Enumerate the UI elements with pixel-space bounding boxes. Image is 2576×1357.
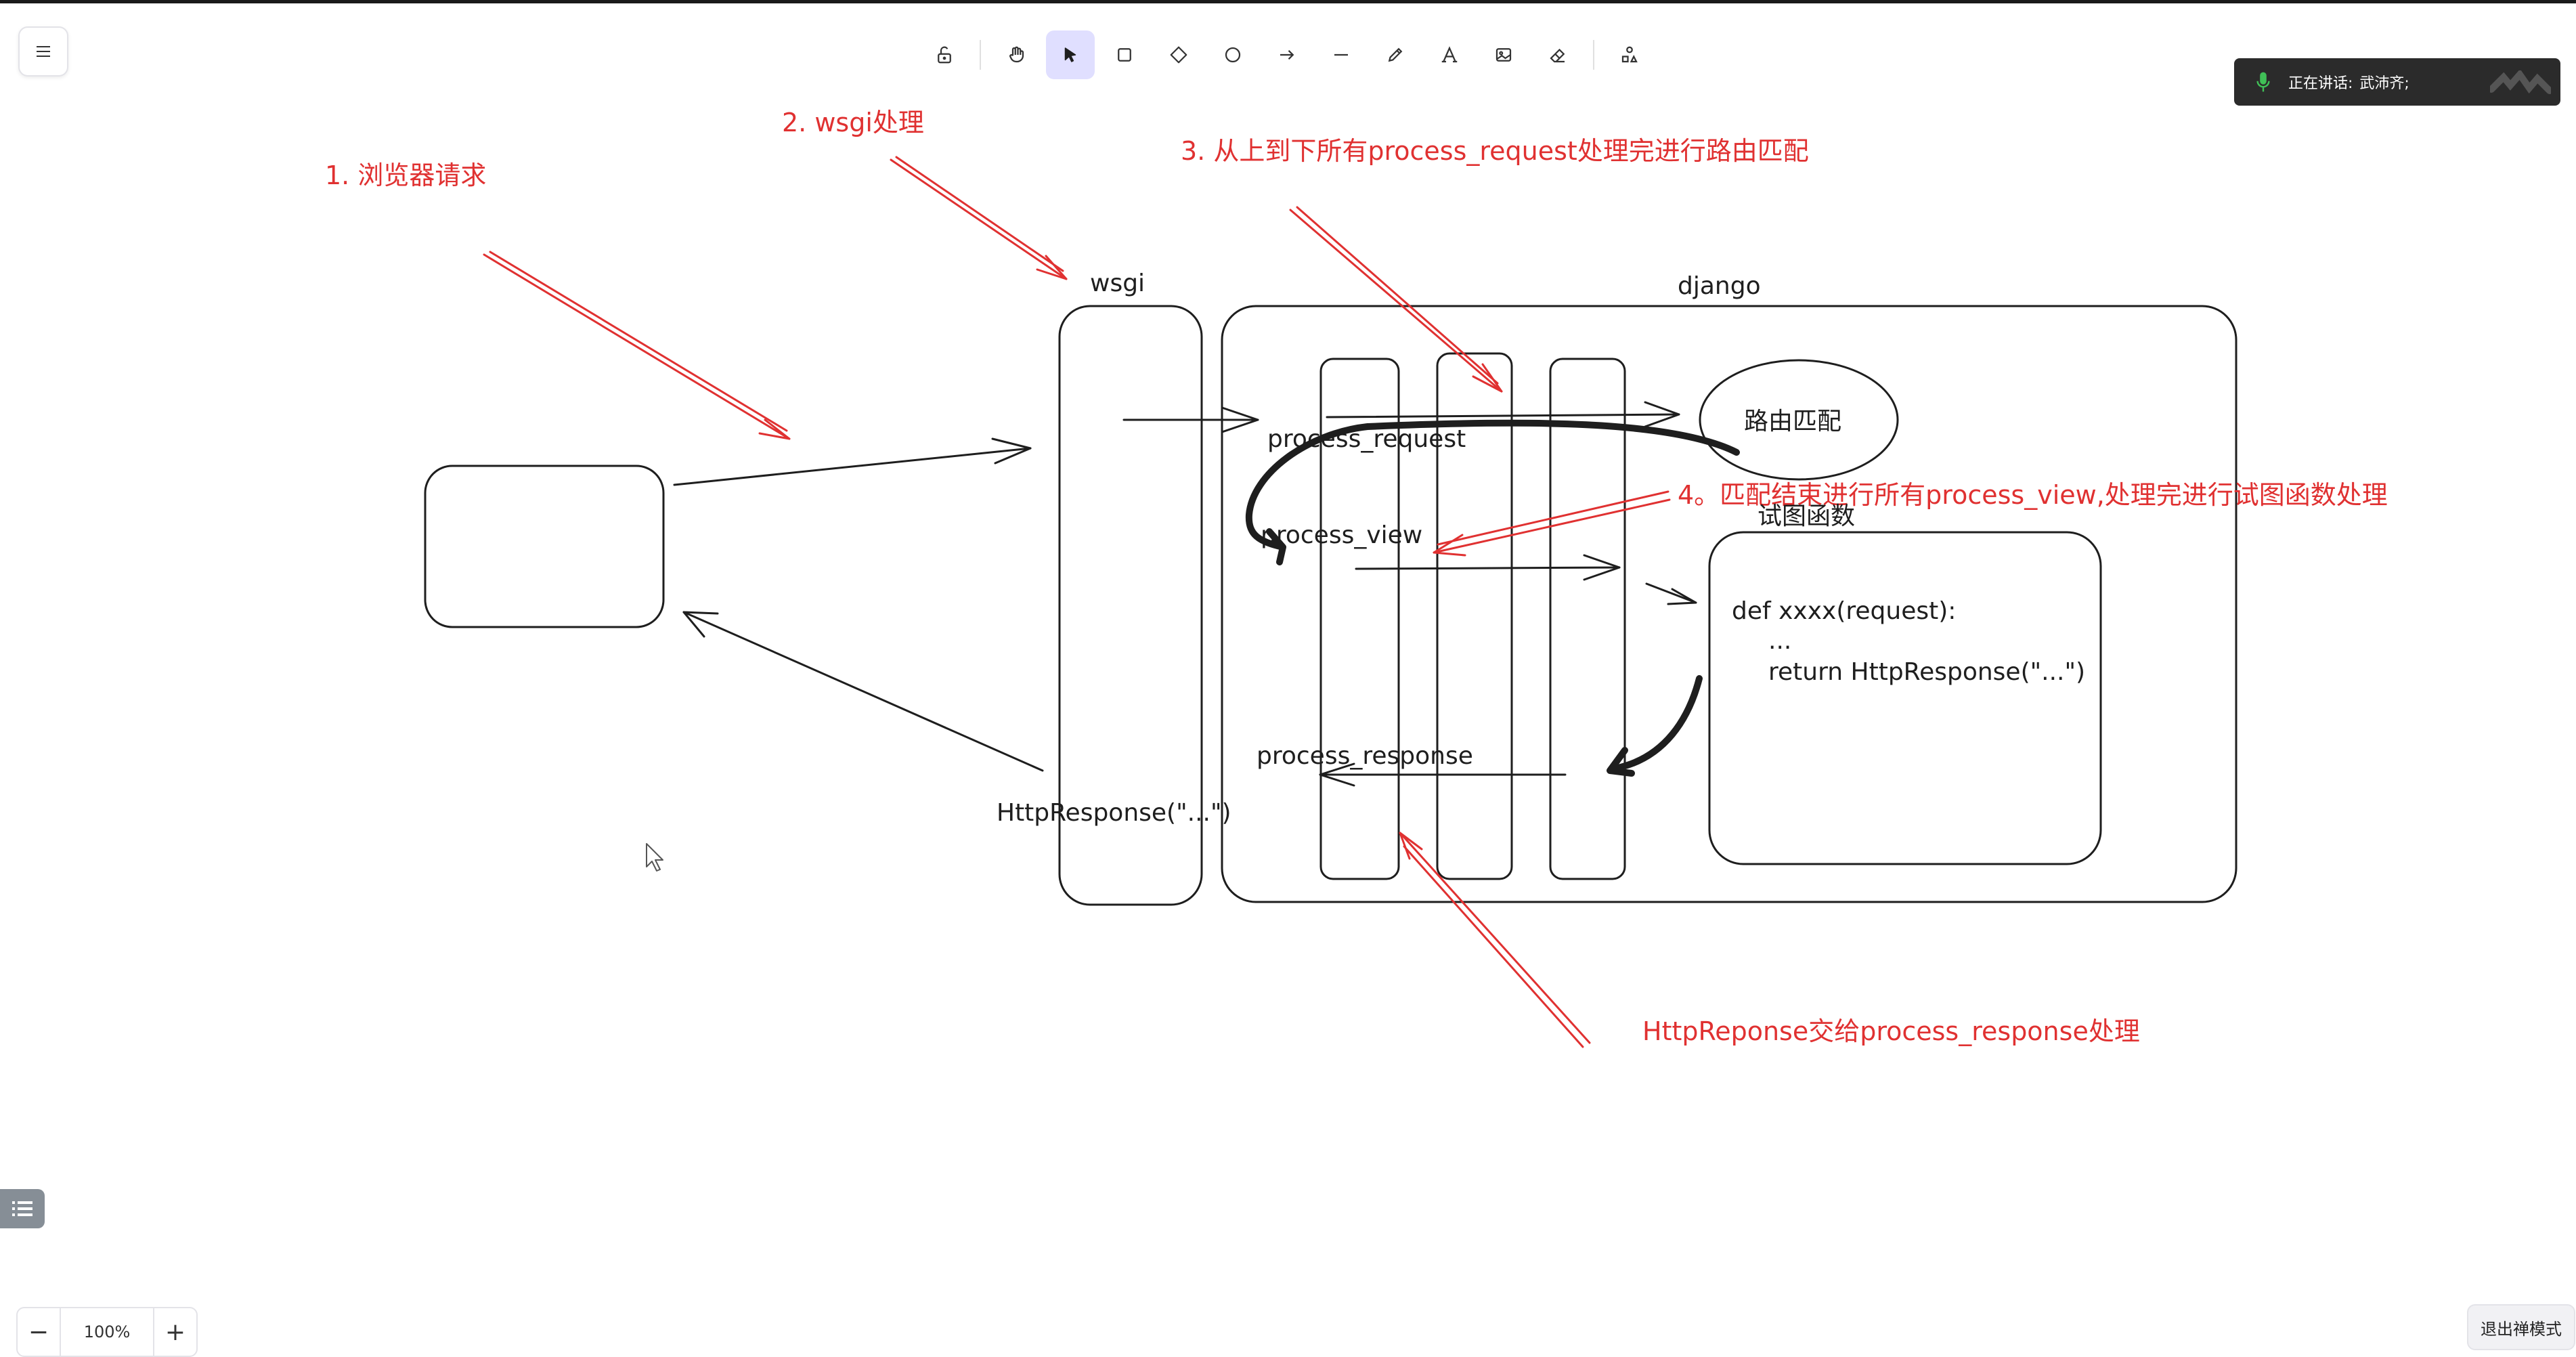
wsgi-to-browser-arrow[interactable]	[682, 611, 1044, 772]
meeting-speaking-indicator: 正在讲话: 武沛齐;	[2234, 58, 2560, 106]
eraser-icon	[1550, 48, 1565, 63]
browser-to-wsgi-arrow[interactable]	[673, 437, 1032, 486]
process-request-arrow[interactable]	[1326, 401, 1680, 428]
eraser-tool[interactable]	[1533, 30, 1582, 79]
outline-toggle-button[interactable]	[0, 1189, 45, 1228]
annotation-step-2[interactable]: 2. wsgi处理	[782, 108, 924, 137]
hand-tool[interactable]	[992, 30, 1041, 79]
shape-toolbar	[917, 30, 1657, 80]
hand-icon	[1009, 46, 1024, 63]
middleware-column-2[interactable]	[1436, 352, 1513, 880]
process-response-label[interactable]: process_response	[1257, 742, 1473, 770]
wsgi-box[interactable]	[1058, 305, 1203, 906]
more-shapes-icon	[1621, 46, 1638, 63]
django-box[interactable]	[1221, 305, 2237, 903]
annotation-step-1[interactable]: 1. 浏览器请求	[325, 160, 486, 190]
route-match-ellipse[interactable]	[1699, 359, 1899, 481]
zoom-out-button[interactable]: −	[28, 1318, 49, 1346]
annotation-step-4[interactable]: 4。匹配结束进行所有process_view,处理完进行试图函数处理	[1678, 480, 2388, 510]
rectangle-tool[interactable]	[1100, 30, 1149, 79]
to-view-function-arrow[interactable]	[1645, 582, 1697, 605]
microphone-icon	[2256, 72, 2270, 92]
middleware-column-1[interactable]	[1319, 358, 1400, 880]
arrow-tool[interactable]	[1263, 30, 1311, 79]
http-response-label[interactable]: HttpResponse("...")	[997, 799, 1231, 827]
image-tool[interactable]	[1479, 30, 1528, 79]
list-icon	[12, 1201, 32, 1216]
view-function-box[interactable]	[1708, 531, 2102, 865]
more-shapes-tool[interactable]	[1605, 30, 1654, 79]
view-function-title[interactable]: 试图函数	[1758, 502, 1855, 530]
code-line-2[interactable]: ...	[1768, 627, 1791, 655]
window-top-border	[0, 0, 2576, 3]
route-to-view-curve[interactable]	[1245, 419, 1740, 565]
browser-box[interactable]	[424, 465, 665, 628]
toolbar-separator	[980, 40, 981, 70]
annotation-arrow-3[interactable]	[1289, 206, 1503, 393]
wsgi-to-django-arrow[interactable]	[1122, 406, 1259, 433]
process-response-arrow[interactable]	[1319, 762, 1567, 787]
annotation-arrow-1[interactable]	[483, 251, 791, 440]
speaker-name: 武沛齐;	[2359, 75, 2409, 92]
line-tool[interactable]	[1317, 30, 1366, 79]
zoom-level[interactable]: 100%	[60, 1308, 154, 1356]
image-icon	[1496, 48, 1512, 62]
zoom-in-button[interactable]: +	[165, 1318, 186, 1346]
diamond-tool[interactable]	[1154, 30, 1203, 79]
view-to-response-curve[interactable]	[1607, 675, 1703, 777]
annotation-arrow-4[interactable]	[1433, 490, 1671, 557]
annotation-step-5[interactable]: HttpReponse交给process_response处理	[1642, 1016, 2140, 1046]
lock-icon	[938, 46, 951, 64]
mouse-cursor-icon	[646, 843, 663, 871]
selection-icon	[1064, 47, 1076, 62]
text-tool[interactable]	[1425, 30, 1474, 79]
wsgi-label[interactable]: wsgi	[1090, 270, 1145, 297]
hamburger-icon	[37, 46, 50, 57]
main-menu-button[interactable]	[18, 26, 68, 77]
code-line-1[interactable]: def xxxx(request):	[1732, 597, 1956, 625]
audio-wave-icon	[2490, 70, 2551, 94]
rectangle-icon	[1118, 48, 1131, 62]
toolbar-separator	[1593, 40, 1594, 70]
zoom-control: − 100% +	[16, 1307, 198, 1357]
draw-tool[interactable]	[1371, 30, 1420, 79]
line-icon	[1334, 53, 1348, 56]
process-view-arrow[interactable]	[1355, 554, 1621, 581]
process-request-label[interactable]: process_request	[1267, 425, 1466, 453]
lock-tool[interactable]	[920, 30, 969, 79]
django-label[interactable]: django	[1678, 272, 1761, 300]
route-match-label[interactable]: 路由匹配	[1744, 408, 1841, 435]
text-icon	[1441, 46, 1458, 63]
annotation-arrow-5[interactable]	[1399, 832, 1591, 1048]
exit-zen-mode-button[interactable]: 退出禅模式	[2467, 1304, 2575, 1350]
pencil-icon	[1388, 47, 1403, 62]
middleware-column-3[interactable]	[1549, 358, 1626, 880]
code-line-3[interactable]: return HttpResponse("...")	[1768, 658, 2085, 686]
ellipse-tool[interactable]	[1208, 30, 1257, 79]
speaking-label: 正在讲话:	[2288, 75, 2353, 92]
selection-tool[interactable]	[1046, 30, 1095, 79]
process-view-label[interactable]: process_view	[1261, 521, 1422, 549]
arrow-icon	[1280, 49, 1294, 60]
diamond-icon	[1170, 46, 1187, 64]
ellipse-icon	[1225, 47, 1241, 63]
annotation-arrow-2[interactable]	[890, 156, 1068, 280]
annotation-step-3[interactable]: 3. 从上到下所有process_request处理完进行路由匹配	[1181, 136, 1809, 166]
